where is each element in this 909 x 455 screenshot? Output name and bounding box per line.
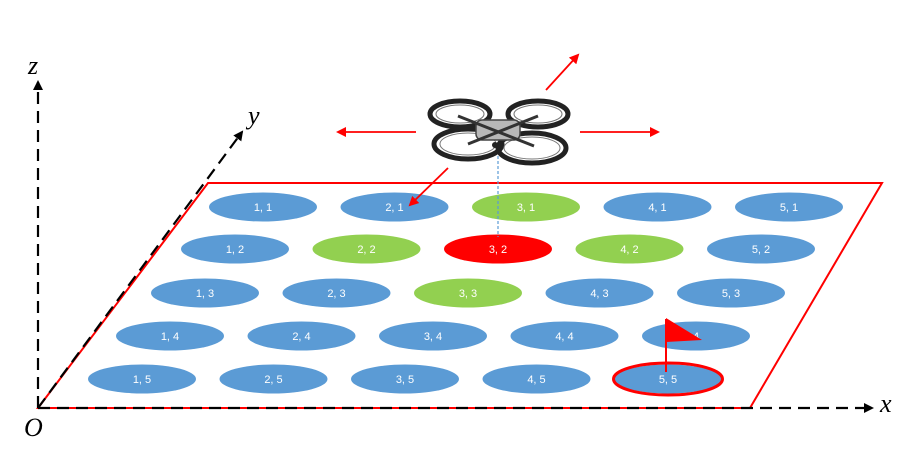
drone-rotor-guard: [495, 130, 569, 166]
cell-ellipse: [116, 321, 224, 351]
x-axis-label: x: [879, 389, 892, 418]
cell-label: 2, 4: [292, 331, 310, 343]
cell-ellipse: [88, 364, 196, 394]
grid-cell: 4: [642, 321, 750, 351]
grid-cell: 2, 5: [219, 364, 328, 394]
grid-cell: 4, 3: [545, 278, 654, 308]
grid-cell: 2, 2: [312, 234, 421, 264]
cell-label: 3, 5: [396, 374, 414, 386]
cell-ellipse: [247, 321, 356, 351]
cell-ellipse: [209, 192, 317, 222]
drone-propeller: [513, 104, 563, 124]
cell-label: 2, 2: [357, 244, 375, 256]
drone-arm: [467, 114, 539, 146]
cell-label: 5, 3: [722, 288, 740, 300]
grid-cells: 1, 1 2, 1 3, 1 4, 1 5, 1 1, 2 2, 2 3, 2 4, 2 5, 2…: [88, 192, 843, 397]
cell-ellipse: [282, 278, 391, 308]
cell-ellipse: [545, 278, 654, 308]
cell-label: 3, 4: [424, 331, 442, 343]
grid-cell: 3, 4: [379, 321, 487, 351]
cell-ellipse: [181, 234, 289, 264]
cell-ellipse: [151, 278, 259, 308]
grid-cell: 2, 4: [247, 321, 356, 351]
cell-label: 5, 1: [780, 202, 798, 214]
grid-cell: 2, 3: [282, 278, 391, 308]
cell-label: 4, 3: [590, 288, 608, 300]
movement-arrows: [336, 53, 660, 207]
grid-cell: 5, 5: [612, 361, 724, 397]
grid-cell: 3, 2: [444, 234, 552, 264]
cell-label: 4, 2: [620, 244, 638, 256]
cell-label: 4, 5: [527, 374, 545, 386]
cell-ellipse: [379, 321, 487, 351]
grid-cell: 1, 5: [88, 364, 196, 394]
cell-ellipse: [510, 321, 619, 351]
origin-label: O: [24, 413, 43, 442]
cell-ellipse: [472, 192, 580, 222]
grid-cell: 1, 1: [209, 192, 317, 222]
arrow-forward-icon: [545, 53, 580, 91]
cell-ellipse: [575, 234, 684, 264]
cell-ellipse: [351, 364, 459, 394]
cell-ellipse: [735, 192, 843, 222]
grid-cell: 4, 2: [575, 234, 684, 264]
cell-ellipse: [677, 278, 785, 308]
cell-ellipse: [312, 234, 421, 264]
grid-cell: 5, 1: [735, 192, 843, 222]
grid-cell: 3, 5: [351, 364, 459, 394]
cell-label: 1, 1: [254, 202, 272, 214]
grid-cell: 1, 2: [181, 234, 289, 264]
grid-cell: 4, 1: [603, 192, 712, 222]
cell-label: 2, 3: [327, 288, 345, 300]
grid-cell: 4, 5: [482, 364, 591, 394]
cell-ellipse: [444, 234, 552, 264]
cell-label: 1, 4: [161, 331, 179, 343]
grid-cell: 3, 3: [414, 278, 522, 308]
cell-ellipse: [414, 278, 522, 308]
cell-ellipse: [482, 364, 591, 394]
arrow-backward-icon: [408, 167, 449, 207]
cell-label: 3, 2: [489, 244, 507, 256]
cell-label: 2, 5: [264, 374, 282, 386]
goal-ring: [612, 361, 724, 397]
flag-icon: [665, 318, 702, 372]
drone-arm: [457, 114, 535, 148]
drone-rotor-guard: [505, 98, 571, 130]
y-axis-label: y: [245, 101, 260, 130]
y-axis: [37, 130, 244, 409]
drone-camera: [492, 142, 498, 148]
grid-cell: 3, 1: [472, 192, 580, 222]
cell-label: 4, 1: [648, 202, 666, 214]
grid-cell: 5, 2: [707, 234, 815, 264]
grid-cell: 1, 4: [116, 321, 224, 351]
z-axis-label: z: [27, 51, 38, 80]
cell-ellipse: [603, 192, 712, 222]
cell-label: 4, 4: [555, 331, 573, 343]
grid-cell: 2, 1: [340, 192, 449, 222]
cell-label: 1, 3: [196, 288, 214, 300]
drone-propeller: [435, 104, 485, 124]
cell-ellipse: [614, 364, 722, 394]
cell-label: 1, 5: [133, 374, 151, 386]
cell-label: 2, 1: [385, 202, 403, 214]
drone-propeller: [503, 136, 561, 160]
cell-ellipse: [340, 192, 449, 222]
cell-label: 5, 5: [659, 374, 677, 386]
grid-cell: 1, 3: [151, 278, 259, 308]
drone-icon: [427, 98, 571, 237]
cell-ellipse: [219, 364, 328, 394]
cell-label: 1, 2: [226, 244, 244, 256]
cell-ellipse: [707, 234, 815, 264]
grid-cell: 5, 3: [677, 278, 785, 308]
cell-label: 3, 1: [517, 202, 535, 214]
flag-pennant: [666, 318, 702, 342]
cell-label: 5, 2: [752, 244, 770, 256]
grid-cell: 4, 4: [510, 321, 619, 351]
cell-label: 3, 3: [459, 288, 477, 300]
